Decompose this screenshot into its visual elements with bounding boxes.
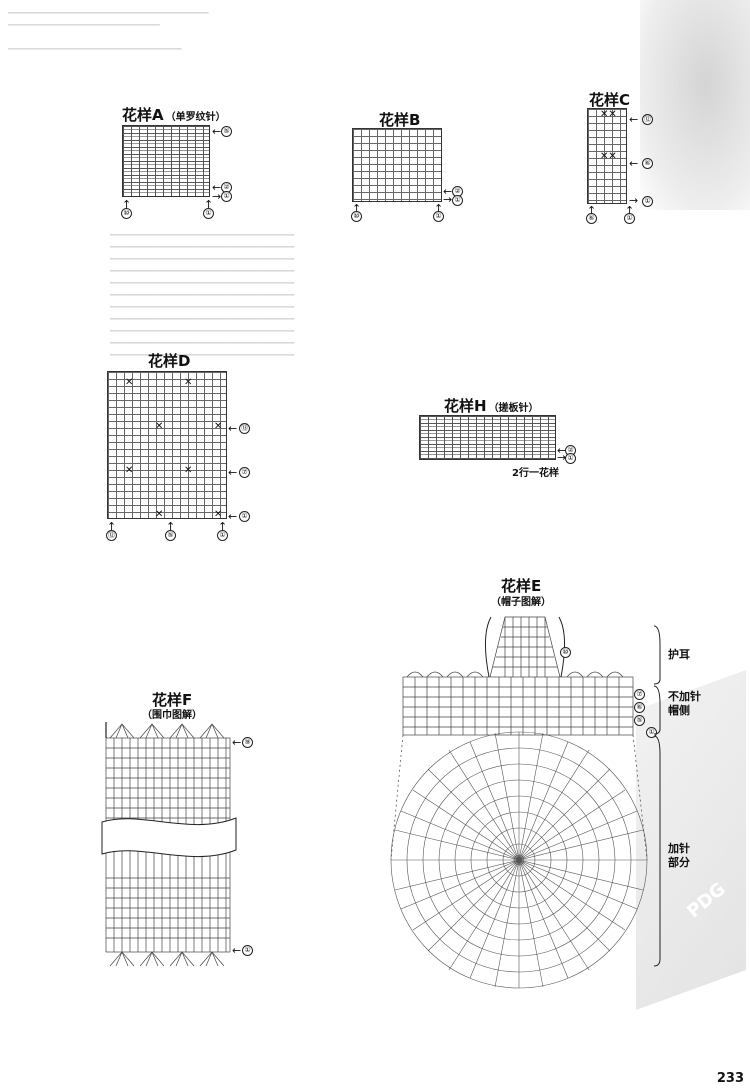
scan-stamp-shadow bbox=[640, 0, 750, 210]
pattern-c-stitch-marker: ① bbox=[624, 213, 635, 224]
pattern-d-title: 花样D bbox=[148, 352, 191, 370]
page-number: 233 bbox=[716, 1071, 744, 1086]
pattern-c-arrow: ← bbox=[629, 157, 639, 170]
pattern-e-row-marker: ⑤ bbox=[634, 715, 645, 726]
pattern-d-arrow: ← bbox=[228, 510, 238, 523]
pattern-d-cross-mark: ✕ bbox=[125, 377, 134, 388]
pattern-d-arrow: ↑ bbox=[166, 520, 176, 533]
pattern-e-subtitle: （帽子图解） bbox=[491, 597, 551, 608]
pattern-f-subtitle: （围巾图解） bbox=[142, 710, 202, 721]
pattern-c-arrow: ← bbox=[629, 113, 639, 126]
pattern-a-row-marker: ⑤ bbox=[221, 126, 232, 137]
pattern-a-stitch-marker: ⑩ bbox=[121, 208, 132, 219]
pattern-h-row-marker: ① bbox=[565, 453, 576, 464]
pattern-d-cross-mark: ✕ bbox=[125, 465, 134, 476]
pattern-b-stitch-marker: ⑩ bbox=[351, 211, 362, 222]
pattern-d-cross-mark: ✕ bbox=[214, 509, 223, 520]
pattern-a-arrow: ↑ bbox=[122, 198, 132, 211]
pattern-c-arrow: ↑ bbox=[625, 204, 635, 217]
bleed-through-text: ━━━━━━━━━━━━━━━━━━━━━━━━━━━━━━━━━━━━━━━━… bbox=[8, 9, 209, 55]
pattern-c-row-marker: ⑥ bbox=[642, 158, 653, 169]
pattern-a-arrow: ← bbox=[212, 125, 222, 138]
pattern-c-stitch-marker: ⑥ bbox=[586, 213, 597, 224]
pattern-d-row-marker: ⑦ bbox=[239, 467, 250, 478]
pattern-e-row-marker: ⑩ bbox=[560, 647, 571, 658]
hat-label-hat-side: 帽侧 bbox=[668, 704, 690, 717]
bleed-through-text-2: ━━━━━━━━━━━━━━━━━━━━━━━━━━━━━━━━━━━━━━━━… bbox=[110, 231, 295, 361]
hat-label-section: 部分 bbox=[668, 856, 690, 869]
pattern-h-arrow: ← bbox=[557, 444, 567, 457]
pattern-e-title: 花样E bbox=[501, 577, 542, 595]
pattern-a-row-marker: ① bbox=[221, 191, 232, 202]
pattern-b-chart bbox=[352, 128, 442, 202]
pattern-d-arrow: ↑ bbox=[107, 520, 117, 533]
hat-label-ear-flap: 护耳 bbox=[668, 648, 690, 661]
pattern-b-arrow: ↑ bbox=[352, 202, 362, 215]
pattern-d-arrow: ↑ bbox=[218, 520, 228, 533]
pattern-e-row-marker: ① bbox=[646, 727, 657, 738]
pattern-c-arrow: → bbox=[629, 194, 639, 207]
pattern-d-stitch-marker: ⑤ bbox=[165, 530, 176, 541]
pattern-b-arrow: → bbox=[443, 193, 453, 206]
hat-label-no-increase: 不加针 bbox=[668, 690, 701, 703]
pattern-f-title: 花样F bbox=[152, 691, 193, 709]
pattern-d-cross-mark: ✕ bbox=[184, 465, 193, 476]
pattern-c-title: 花样C bbox=[589, 91, 631, 109]
pattern-d-cross-mark: ✕ bbox=[155, 421, 164, 432]
pattern-f-arrow: ← bbox=[232, 736, 242, 749]
pattern-c-cable-cross: ✕✕ bbox=[600, 109, 617, 120]
pattern-a-chart bbox=[122, 125, 210, 197]
pattern-e-row-marker: ⑦ bbox=[634, 689, 645, 700]
pattern-c-row-marker: ⑫ bbox=[642, 114, 653, 125]
pattern-d-row-marker: ① bbox=[239, 511, 250, 522]
pattern-a-arrow: → bbox=[212, 190, 222, 203]
pattern-d-cross-mark: ✕ bbox=[184, 377, 193, 388]
pattern-d-cross-mark: ✕ bbox=[214, 421, 223, 432]
pattern-h-arrow: → bbox=[557, 451, 567, 464]
pattern-d-stitch-marker: ① bbox=[217, 530, 228, 541]
pattern-d-arrow: ← bbox=[228, 466, 238, 479]
pattern-a-title: 花样A（单罗纹针） bbox=[122, 106, 226, 124]
pattern-h-title: 花样H（搓板针） bbox=[444, 397, 539, 415]
pattern-c-arrow: ↑ bbox=[587, 204, 597, 217]
pattern-b-arrow: ↑ bbox=[434, 202, 444, 215]
pattern-d-cross-mark: ✕ bbox=[155, 509, 164, 520]
pattern-b-stitch-marker: ① bbox=[433, 211, 444, 222]
pattern-f-arrow: ← bbox=[232, 944, 242, 957]
hat-label-increase: 加针 bbox=[668, 842, 690, 855]
pattern-f-chart bbox=[101, 722, 237, 967]
pattern-d-chart bbox=[107, 371, 227, 519]
pattern-f-row-marker: ⑨ bbox=[242, 737, 253, 748]
pattern-c-cable-cross: ✕✕ bbox=[600, 151, 617, 162]
pattern-a-stitch-marker: ① bbox=[203, 208, 214, 219]
pattern-c-chart bbox=[587, 108, 627, 204]
pattern-f-row-marker: ① bbox=[242, 945, 253, 956]
pattern-d-row-marker: ⑬ bbox=[239, 423, 250, 434]
pattern-d-arrow: ← bbox=[228, 422, 238, 435]
pattern-c-row-marker: ① bbox=[642, 196, 653, 207]
pattern-e-chart bbox=[390, 616, 648, 989]
hat-bracket-lines bbox=[653, 625, 661, 967]
pattern-b-row-marker: ① bbox=[452, 195, 463, 206]
pattern-e-row-marker: ⑥ bbox=[634, 702, 645, 713]
pattern-b-arrow: ← bbox=[443, 185, 453, 198]
pattern-d-stitch-marker: ⑫ bbox=[106, 530, 117, 541]
pattern-a-arrow: ← bbox=[212, 181, 222, 194]
pattern-a-arrow: ↑ bbox=[204, 198, 214, 211]
pattern-h-chart bbox=[419, 415, 556, 460]
pattern-b-title: 花样B bbox=[379, 111, 421, 129]
pattern-h-caption: 2行一花样 bbox=[512, 468, 559, 479]
